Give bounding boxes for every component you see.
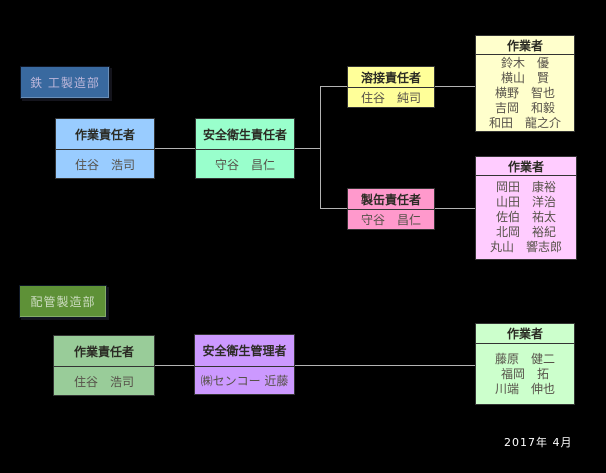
worker-name: 横山 賢 (500, 70, 549, 85)
node-person-name: ㈱センコー 近藤 (200, 374, 289, 388)
worker-name: 山田 洋治 (495, 195, 556, 209)
node-person-name: 守谷 昌仁 (214, 157, 275, 172)
node-person-name: 住谷 純司 (360, 91, 421, 105)
worker-name: 藤原 健二 (494, 351, 555, 366)
node-title: 作業責任者 (56, 119, 154, 150)
node-safety-manager-piping: 安全衛生管理者 ㈱センコー 近藤 (194, 334, 295, 395)
connector-line (320, 86, 347, 87)
dept-label-ironworks: 鉄 工製造部 (20, 66, 110, 99)
node-title: 溶接責任者 (348, 67, 434, 88)
node-title: 製缶責任者 (348, 189, 434, 210)
worker-name: 鈴木 優 (500, 55, 549, 70)
connector-line (295, 365, 475, 366)
worker-name-list: 岡田 康裕 山田 洋治 佐伯 祐太 北岡 裕紀 丸山 響志郎 (476, 176, 576, 259)
node-canmaking-manager: 製缶責任者 守谷 昌仁 (347, 188, 435, 230)
connector-line (295, 148, 320, 149)
node-work-manager-iron: 作業責任者 住谷 浩司 (55, 118, 155, 179)
connector-line (435, 208, 475, 209)
dept-label-piping: 配管製造部 (19, 285, 107, 318)
node-title: 安全衛生責任者 (196, 119, 294, 150)
node-piping-workers: 作業者 藤原 健二 福岡 拓 川端 伸也 (475, 323, 575, 405)
node-work-manager-piping: 作業責任者 住谷 浩司 (53, 335, 155, 396)
worker-name: 和田 龍之介 (488, 115, 561, 130)
node-person-name: 守谷 昌仁 (360, 213, 421, 227)
worker-name: 福岡 拓 (500, 366, 549, 381)
node-title: 作業責任者 (54, 336, 154, 367)
date-label: 2017年 4月 (504, 436, 573, 449)
connector-line (155, 365, 194, 366)
node-canmaking-workers: 作業者 岡田 康裕 山田 洋治 佐伯 祐太 北岡 裕紀 丸山 響志郎 (475, 156, 577, 260)
worker-name: 岡田 康裕 (495, 180, 556, 194)
worker-name: 佐伯 祐太 (495, 210, 556, 224)
connector-line (435, 86, 475, 87)
worker-name: 北岡 裕紀 (495, 225, 556, 239)
worker-name-list: 鈴木 優 横山 賢 横野 智也 吉岡 和毅 和田 龍之介 (476, 55, 574, 131)
connector-line (320, 86, 321, 209)
connector-line (155, 148, 195, 149)
worker-name-list: 藤原 健二 福岡 拓 川端 伸也 (476, 344, 574, 404)
node-person-name: 住谷 浩司 (73, 374, 134, 389)
worker-name: 丸山 響志郎 (489, 240, 562, 254)
node-title: 作業者 (476, 36, 574, 55)
node-person-name: 住谷 浩司 (74, 157, 135, 172)
worker-name: 吉岡 和毅 (494, 100, 555, 115)
node-welding-workers: 作業者 鈴木 優 横山 賢 横野 智也 吉岡 和毅 和田 龍之介 (475, 35, 575, 132)
worker-name: 横野 智也 (494, 85, 555, 100)
worker-name: 川端 伸也 (494, 381, 555, 396)
node-title: 作業者 (476, 157, 576, 176)
node-safety-officer-iron: 安全衛生責任者 守谷 昌仁 (195, 118, 295, 179)
node-title: 安全衛生管理者 (195, 335, 294, 367)
node-welding-manager: 溶接責任者 住谷 純司 (347, 66, 435, 108)
connector-line (320, 208, 347, 209)
node-title: 作業者 (476, 324, 574, 344)
